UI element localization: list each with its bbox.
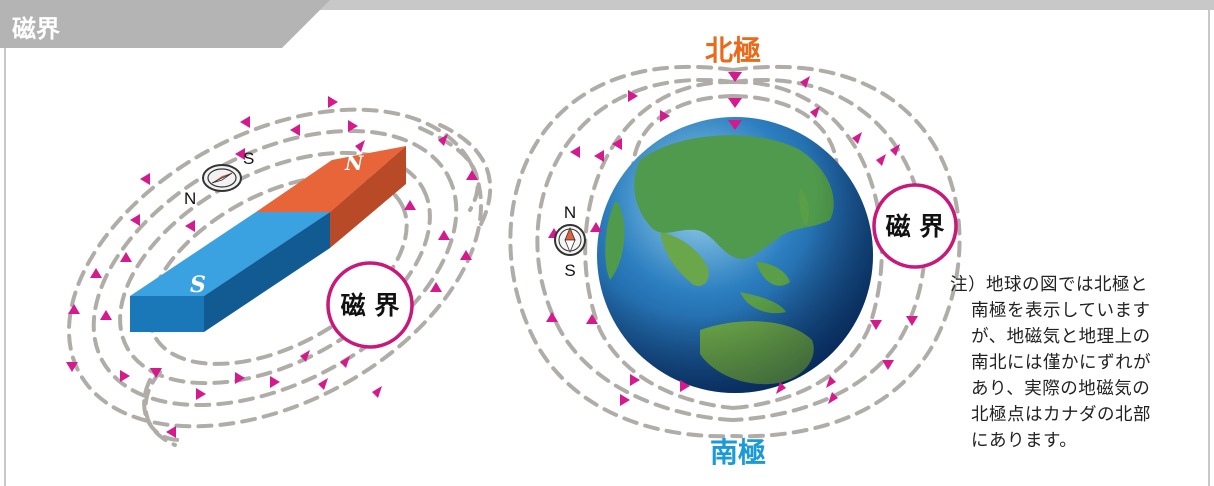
earth-field-arrows (546, 72, 918, 406)
compass-n-label: N (184, 189, 196, 208)
field-arrow (870, 320, 882, 330)
field-arrow (876, 154, 886, 166)
panel-title: 磁界 (12, 15, 60, 43)
title-tab (0, 0, 330, 48)
top-band (0, 0, 1214, 10)
earth-field-text: 磁 界 (886, 212, 945, 241)
field-arrow (372, 386, 382, 398)
field-arrow (882, 360, 894, 370)
field-arrow (140, 173, 150, 185)
field-arrow (404, 200, 416, 210)
field-arrow (906, 316, 918, 326)
field-arrow (612, 138, 622, 150)
field-arrow (628, 90, 638, 102)
footnote: 注）地球の図では北極と 南極を表示しています が、地磁気と地理上の 南北には僅か… (950, 272, 1200, 454)
field-arrow (130, 214, 140, 226)
field-arrow (660, 110, 670, 122)
earth-compass: N S (554, 203, 586, 280)
field-arrow (235, 148, 245, 160)
field-arrow (828, 392, 838, 404)
field-arrow (240, 116, 250, 128)
field-arrow (466, 170, 478, 180)
field-arrow (890, 144, 900, 156)
field-arrow (120, 370, 130, 382)
bar-magnet: S N (130, 146, 406, 332)
south-pole-label: 南極 (710, 436, 766, 469)
field-arrow (620, 394, 630, 406)
footnote-line: にあります。 (971, 431, 1078, 451)
footnote-line: 南北には僅かにずれが (971, 353, 1152, 373)
field-arrow (355, 140, 365, 152)
field-arrow (728, 120, 742, 130)
field-arrow (120, 252, 132, 262)
field-arrow (438, 230, 450, 240)
field-arrow (586, 314, 598, 324)
field-arrow (680, 380, 690, 392)
magnet-n-label: N (344, 151, 364, 175)
south-pole-side (204, 212, 330, 332)
magnet-field-lines (66, 107, 493, 447)
field-arrow (185, 220, 195, 232)
field-arrow (328, 96, 338, 108)
field-arrow (270, 376, 280, 388)
field-arrow (318, 378, 328, 390)
footnote-line: 北極点はカナダの北部 (971, 405, 1151, 425)
south-pole-top (130, 212, 330, 296)
magnet-field-text: 磁 界 (341, 291, 400, 320)
left-border (4, 48, 6, 486)
field-arrow (196, 388, 206, 400)
field-arrow (90, 268, 102, 278)
field-arrow (570, 146, 580, 158)
field-arrow (826, 376, 836, 388)
field-arrow (728, 72, 742, 82)
magnet-field-arrows (66, 96, 478, 438)
right-border (1208, 10, 1210, 486)
field-arrow (150, 368, 162, 378)
earth-globe (597, 117, 873, 393)
north-pole-label: 北極 (705, 34, 761, 67)
footnote-line: 注）地球の図では北極と (950, 275, 1148, 295)
footnote-line: あり、実際の地磁気の (971, 379, 1151, 399)
earth-compass-n-label: N (564, 203, 576, 222)
footnote-line: が、地磁気と地理上の (971, 327, 1151, 347)
field-arrow (594, 150, 604, 162)
south-pole-front (130, 296, 204, 332)
earth-field-label: 磁 界 (872, 183, 958, 269)
field-arrow (776, 382, 786, 394)
field-arrow (438, 134, 448, 146)
field-arrow (810, 106, 820, 118)
field-arrow (852, 132, 862, 144)
magnet-compass: N S (184, 149, 254, 208)
field-arrow (800, 76, 810, 88)
earth-compass-s-label: S (564, 261, 575, 280)
field-arrow (235, 372, 245, 384)
field-arrow (460, 250, 472, 260)
field-arrow (348, 120, 358, 132)
magnet-s-label: S (190, 272, 206, 298)
field-arrow (166, 426, 176, 438)
field-arrow (728, 98, 742, 108)
field-arrow (66, 362, 78, 372)
field-arrow (340, 356, 350, 368)
magnet-field-label: 磁 界 (326, 261, 414, 349)
compass-s-label: S (243, 149, 254, 168)
field-arrow (430, 282, 442, 292)
field-arrow (100, 310, 112, 320)
field-arrow (300, 350, 310, 362)
north-pole-top (256, 146, 406, 212)
field-arrow (290, 124, 300, 136)
north-pole-side (330, 146, 406, 248)
field-arrow (68, 304, 80, 314)
field-arrow (630, 374, 640, 386)
field-arrow (590, 222, 602, 232)
field-arrow (546, 312, 558, 322)
footnote-line: 南極を表示しています (971, 301, 1151, 321)
